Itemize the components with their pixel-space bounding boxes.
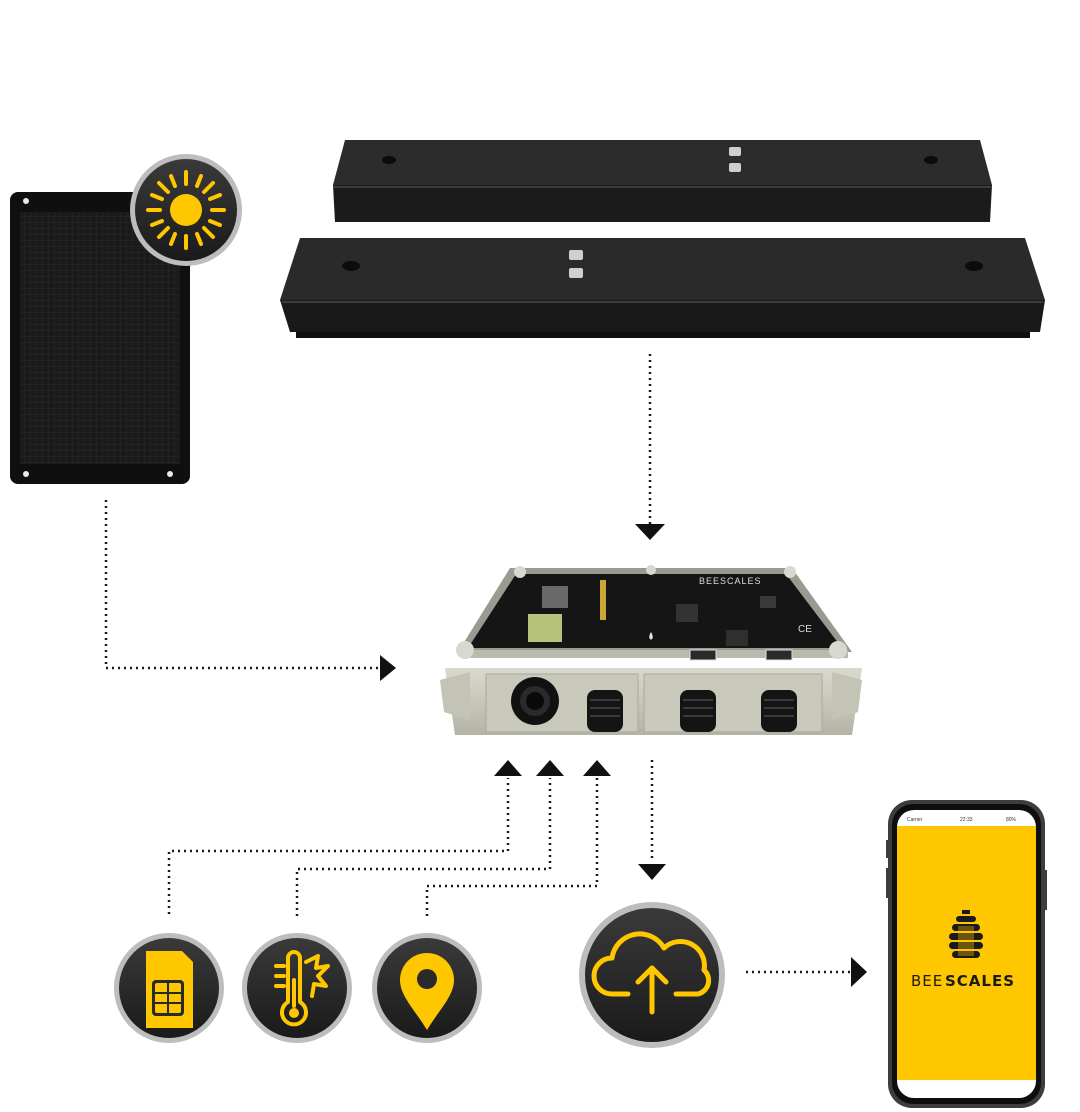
- temperature-badge: [242, 933, 352, 1043]
- flow-arrows: [380, 524, 867, 987]
- smartphone: Carrier 22:33 80% BEE SCALES: [886, 800, 1047, 1108]
- arrow-up-temp: [536, 760, 564, 776]
- status-time: 22:33: [960, 817, 973, 823]
- pcb-brand-label: BEESCALES: [699, 576, 762, 586]
- cloud-badge: [579, 902, 725, 1048]
- temp-to-unit-line: [295, 778, 552, 916]
- sim-card-icon: [146, 951, 193, 1028]
- app-brand-bee: BEE: [911, 972, 943, 990]
- flow-lines: [104, 354, 850, 974]
- cloud-upload-icon: [591, 931, 712, 1015]
- status-battery: 80%: [1006, 817, 1017, 823]
- arrow-up-sim: [494, 760, 522, 776]
- sim-to-unit-line: [167, 778, 510, 914]
- arrow-right-phone: [851, 957, 867, 987]
- sun-badge: [130, 154, 242, 266]
- solar-panel: [10, 192, 190, 484]
- location-badge: [372, 933, 482, 1043]
- arrow-down-cloud: [638, 864, 666, 880]
- solar-to-unit-line: [104, 500, 380, 670]
- arrow-up-gps: [583, 760, 611, 776]
- ce-mark: CE: [798, 624, 812, 635]
- scale-beam-top: [333, 140, 992, 222]
- app-brand-scales: SCALES: [945, 972, 1015, 990]
- thermometer-icon: [274, 950, 330, 1027]
- gps-to-unit-line: [425, 778, 599, 916]
- sim-badge: [114, 933, 224, 1043]
- sun-icon: [146, 170, 226, 250]
- arrow-down-scale: [635, 524, 665, 540]
- control-unit: BEESCALES CE: [440, 565, 862, 735]
- status-carrier: Carrier: [907, 817, 923, 823]
- scale-beam-bottom: [280, 238, 1045, 338]
- beescales-logo-icon: [949, 910, 983, 958]
- location-pin-icon: [400, 953, 454, 1030]
- sensor-connector-1: [587, 690, 623, 732]
- gsm-module: [528, 614, 562, 642]
- arrow-right-solar: [380, 655, 396, 681]
